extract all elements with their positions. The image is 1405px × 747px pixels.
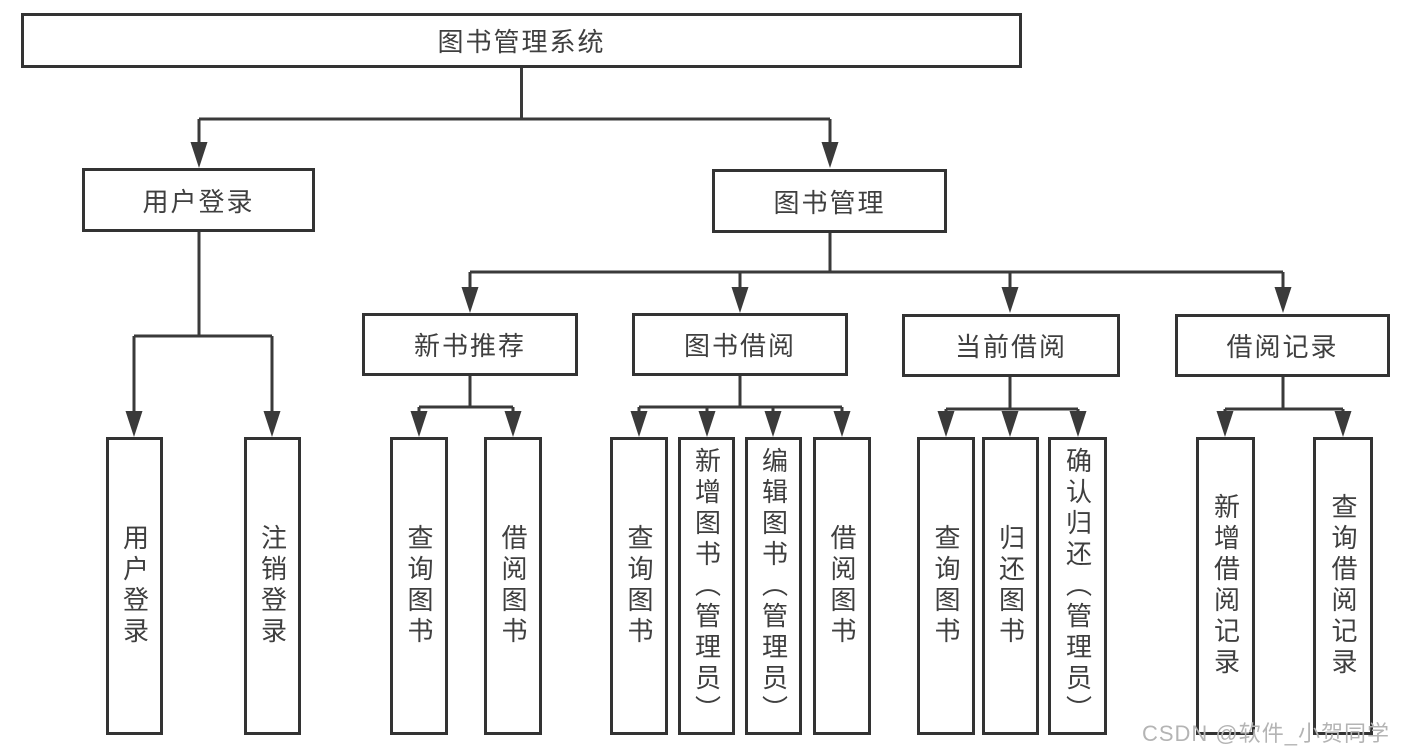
node-user-login: 用户登录 [82,168,315,232]
node-book-management: 图书管理 [712,169,947,233]
node-label: 图书借阅 [683,331,796,361]
node-book-management-system: 图书管理系统 [21,13,1022,68]
leaf-query-books-current: 查询图书 [917,437,975,735]
leaf-add-book-admin: 新增图书（管理员） [678,437,735,735]
leaf-label: 查询借阅记录 [1328,493,1358,679]
node-borrow-records: 借阅记录 [1175,314,1390,377]
leaf-query-books-borrow: 查询图书 [610,437,668,735]
node-book-borrow: 图书借阅 [632,313,848,376]
leaf-label: 新增图书（管理员） [691,446,722,726]
leaf-confirm-return-admin: 确认归还（管理员） [1048,437,1107,735]
leaf-query-borrow-record: 查询借阅记录 [1313,437,1373,735]
leaf-label: 归还图书 [995,524,1026,648]
leaf-label: 查询图书 [404,524,434,648]
node-current-borrow: 当前借阅 [902,314,1120,377]
leaf-borrow-books-recommend: 借阅图书 [484,437,542,735]
leaf-logout: 注销登录 [244,437,301,735]
leaf-label: 用户登录 [119,524,150,648]
leaf-label: 确认归还（管理员） [1062,446,1093,726]
node-label: 图书管理 [773,187,886,218]
leaf-label: 注销登录 [257,524,288,648]
leaf-label: 查询图书 [931,524,961,648]
leaf-label: 新增借阅记录 [1210,493,1241,679]
leaf-query-books-recommend: 查询图书 [390,437,448,735]
node-label: 用户登录 [142,186,255,217]
leaf-user-login: 用户登录 [106,437,163,735]
node-label: 借阅记录 [1226,332,1339,362]
leaf-add-borrow-record: 新增借阅记录 [1196,437,1255,735]
leaf-edit-book-admin: 编辑图书（管理员） [745,437,802,735]
node-label: 当前借阅 [954,332,1067,362]
leaf-label: 编辑图书（管理员） [758,446,789,726]
csdn-watermark: CSDN @软件_小贺同学 [1141,721,1390,746]
leaf-label: 借阅图书 [498,524,528,648]
node-label: 新书推荐 [413,331,526,361]
leaf-label: 借阅图书 [827,524,857,648]
leaf-borrow-books: 借阅图书 [813,437,871,735]
node-label: 图书管理系统 [437,27,606,57]
node-new-book-recommend: 新书推荐 [362,313,578,376]
leaf-label: 查询图书 [624,524,654,648]
leaf-return-book: 归还图书 [982,437,1039,735]
